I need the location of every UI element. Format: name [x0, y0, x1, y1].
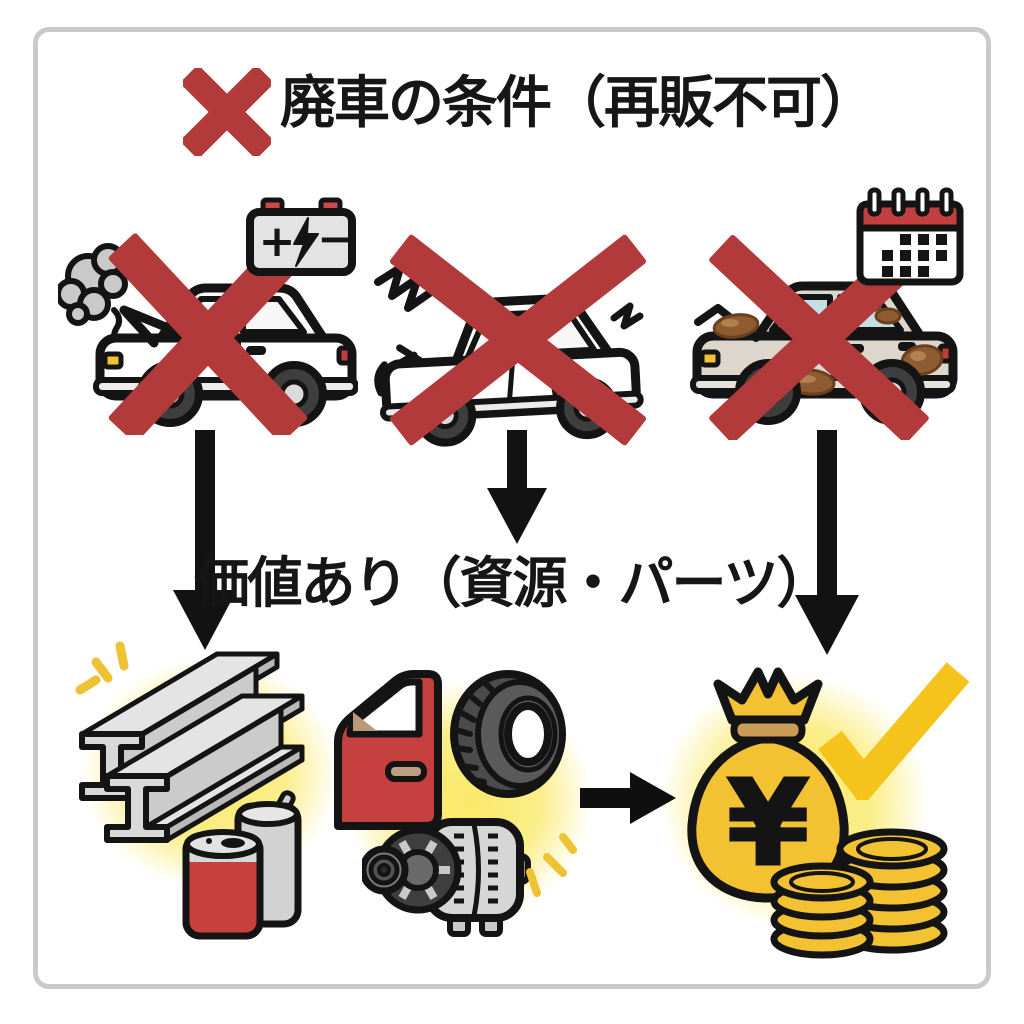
battery-icon: + − — [246, 197, 356, 276]
check-icon — [818, 662, 970, 800]
impact-zigzag-icon — [374, 264, 438, 312]
lightning-bolt-icon — [293, 217, 319, 267]
car-broken-group: + − — [58, 197, 358, 435]
impact-zigzag-icon — [610, 302, 644, 330]
red-can-icon — [182, 829, 264, 940]
x-mark-icon — [183, 68, 271, 156]
calendar-dates-grid — [882, 234, 947, 277]
tire-treads — [453, 677, 501, 795]
x-mark-icon — [709, 235, 929, 440]
cans-icon — [182, 790, 302, 940]
rust-patch-icon — [712, 294, 944, 396]
tire-icon — [450, 670, 566, 798]
right-arrow-icon — [580, 772, 676, 824]
sparkle-icon — [75, 641, 129, 695]
car-door-icon — [334, 670, 442, 830]
alternator-vents — [454, 833, 498, 904]
calendar-icon — [856, 187, 964, 286]
smoke-icon — [58, 243, 128, 347]
car-rusty-group — [690, 187, 964, 440]
x-mark-icon — [108, 233, 308, 435]
battery-plus-label: + — [259, 216, 296, 267]
battery-minus-label: − — [317, 214, 352, 263]
alternator-icon — [362, 818, 531, 937]
down-arrow-icon — [795, 430, 859, 655]
coin-stack-front — [770, 862, 874, 959]
page-title: 廃車の条件（再販不可） — [280, 71, 876, 136]
money-bag-icon: ¥ — [687, 667, 849, 903]
sparkle-icon — [526, 833, 577, 897]
subtitle: 価値あり（資源・パーツ） — [194, 551, 832, 615]
down-arrow-icon — [487, 430, 547, 544]
x-mark-icon — [389, 234, 647, 446]
down-arrow-icon — [173, 430, 237, 650]
coins-icon — [770, 828, 948, 959]
car-crashed-group — [374, 234, 647, 447]
